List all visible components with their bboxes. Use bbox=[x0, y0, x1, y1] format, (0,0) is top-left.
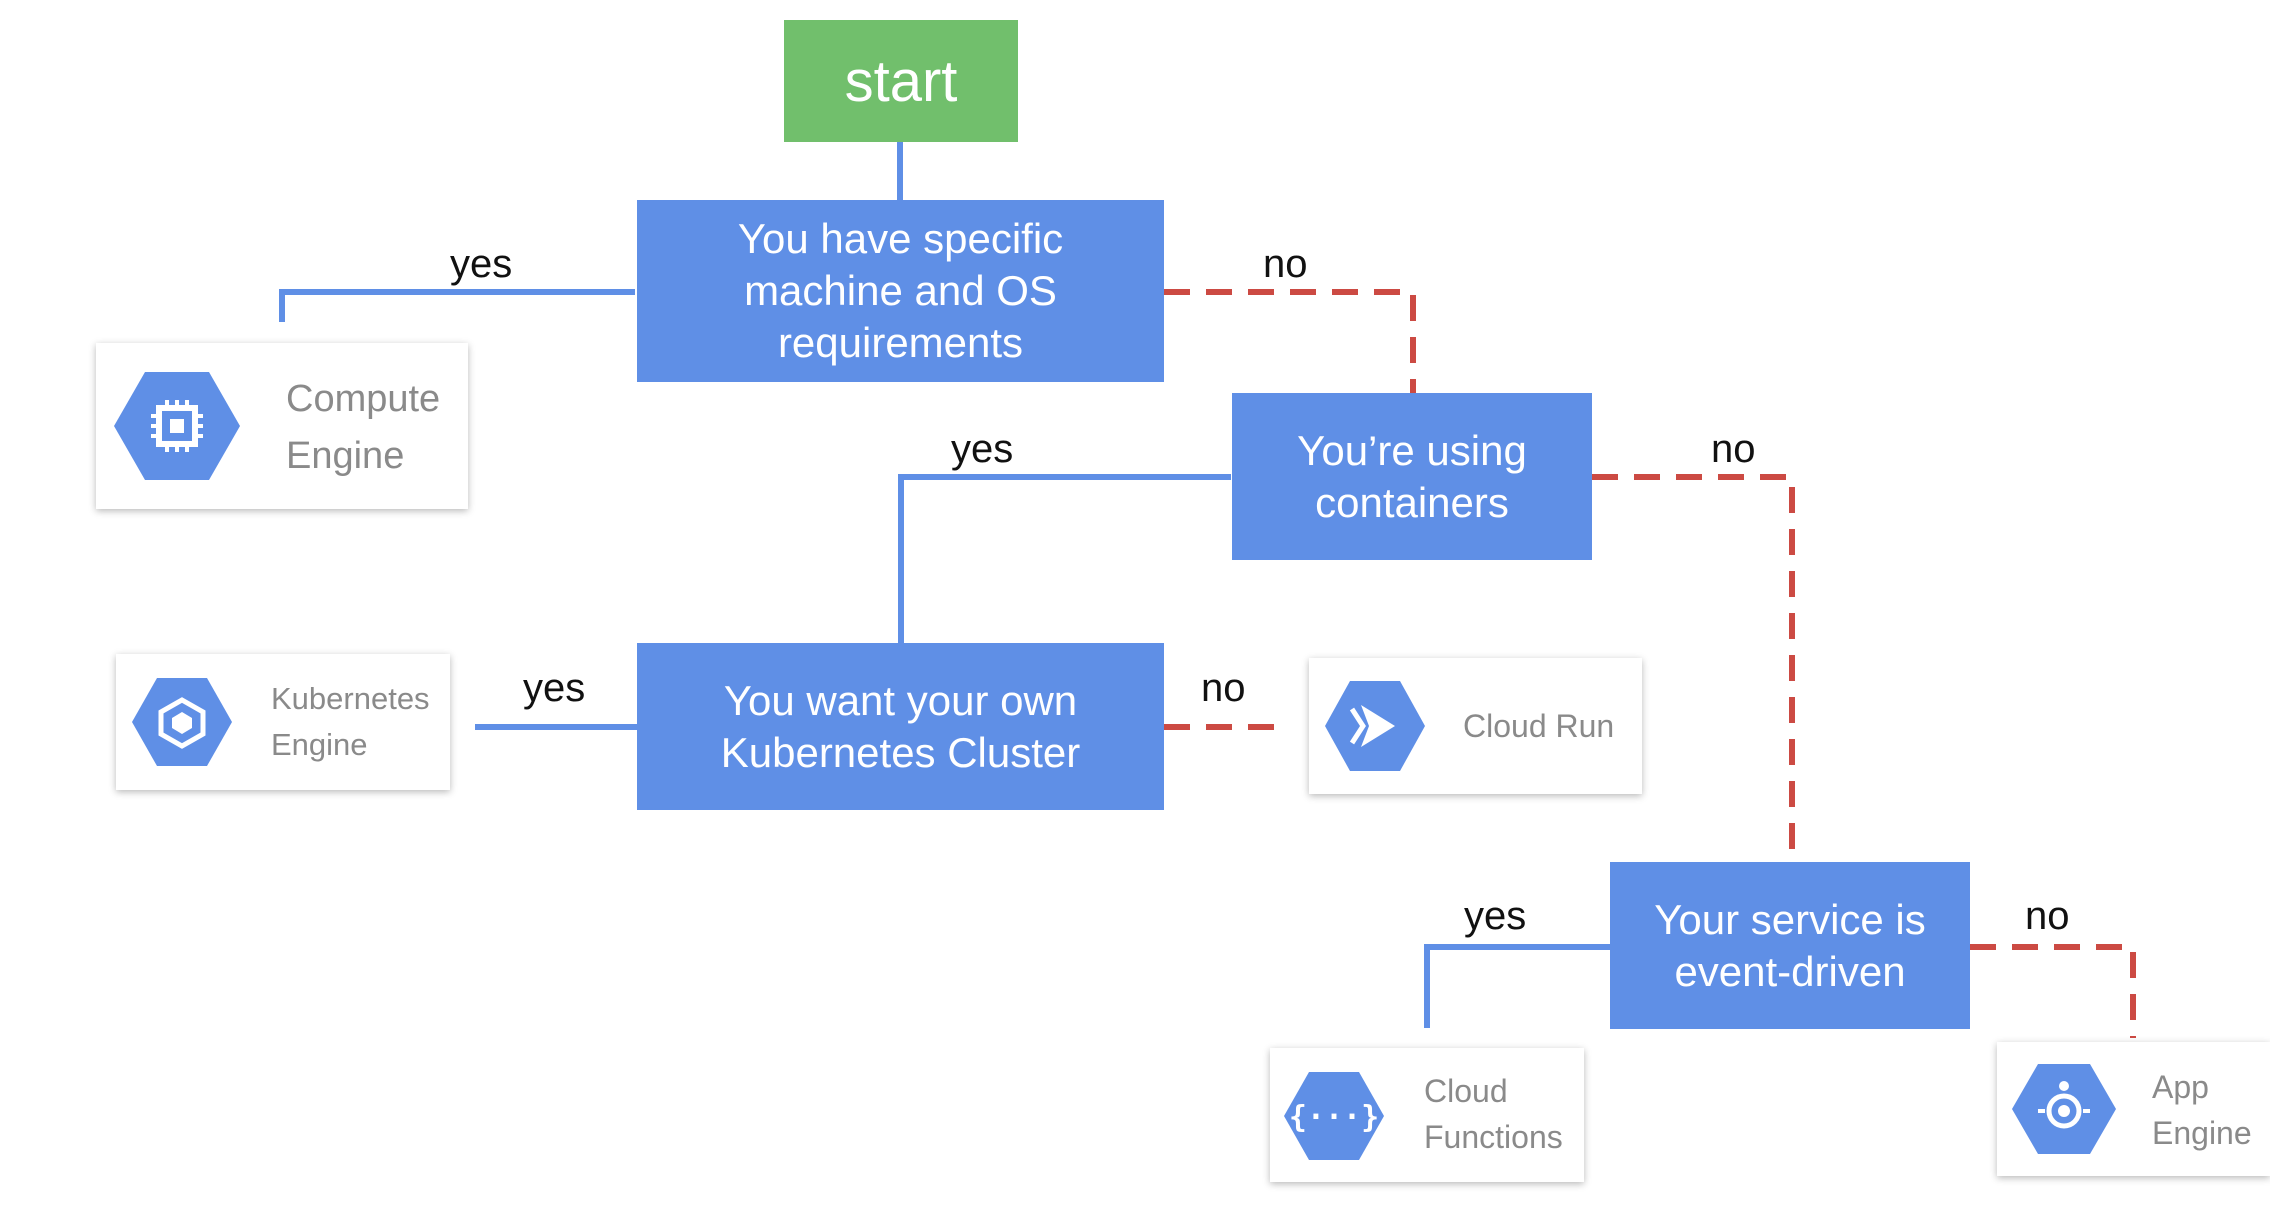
edge-label-no-cloud-run: no bbox=[1201, 666, 1246, 710]
edge-label-yes-kubernetes-decision: yes bbox=[951, 427, 1014, 471]
decision-containers-label: You’re using containers bbox=[1297, 426, 1527, 526]
edge-label-no-containers: no bbox=[1263, 242, 1308, 286]
connector-yes-functions bbox=[1424, 944, 1610, 1028]
app-engine-name-line1: App bbox=[2152, 1069, 2209, 1105]
app-engine-name-line2: Engine bbox=[2152, 1115, 2252, 1151]
edge-label-no-app-engine: no bbox=[2025, 894, 2070, 938]
connector-yes-compute bbox=[279, 289, 635, 322]
compute-engine-name-line1: Compute bbox=[286, 378, 441, 420]
edge-label-yes-functions: yes bbox=[1464, 894, 1527, 938]
compute-engine-name-line2: Engine bbox=[286, 435, 405, 477]
cloud-run-name: Cloud Run bbox=[1463, 708, 1615, 744]
svg-text:{···}: {···} bbox=[1289, 1100, 1379, 1135]
connector-no-containers bbox=[1164, 289, 1416, 393]
product-cloud-run: Cloud Run bbox=[1309, 658, 1642, 794]
cloud-functions-name-line2: Functions bbox=[1424, 1119, 1563, 1155]
cube-icon bbox=[132, 678, 232, 766]
edge-label-no-event-driven: no bbox=[1711, 427, 1756, 471]
decision-machine-os: You have specific machine and OS require… bbox=[637, 200, 1164, 382]
connector-no-event-driven bbox=[1592, 474, 1795, 865]
product-app-engine: App Engine bbox=[1997, 1042, 2270, 1176]
start-label: start bbox=[844, 48, 958, 114]
braces-icon: {···} bbox=[1284, 1072, 1384, 1160]
edge-label-yes-compute: yes bbox=[450, 242, 513, 286]
edge-label-yes-kubernetes-engine: yes bbox=[523, 666, 586, 710]
product-compute-engine: Compute Engine bbox=[96, 343, 468, 509]
connector-yes-kubernetes-decision bbox=[898, 474, 1231, 643]
kubernetes-engine-name-line2: Engine bbox=[271, 727, 368, 762]
decision-event-driven: Your service is event-driven bbox=[1610, 862, 1970, 1029]
kubernetes-engine-name-line1: Kubernetes bbox=[271, 681, 430, 716]
start-node: start bbox=[784, 20, 1018, 142]
cloud-functions-name-line1: Cloud bbox=[1424, 1073, 1508, 1109]
chip-icon bbox=[114, 372, 240, 480]
decision-containers: You’re using containers bbox=[1232, 393, 1592, 560]
connector-no-app-engine bbox=[1970, 944, 2136, 1038]
decision-event-driven-label: Your service is event-driven bbox=[1654, 895, 1926, 995]
decision-kubernetes-label: You want your own Kubernetes Cluster bbox=[720, 676, 1081, 776]
play-chevrons-icon bbox=[1325, 681, 1425, 771]
product-cloud-functions: {···} Cloud Functions bbox=[1270, 1048, 1584, 1182]
decision-kubernetes-cluster: You want your own Kubernetes Cluster bbox=[637, 643, 1164, 810]
target-icon bbox=[2012, 1064, 2116, 1154]
product-kubernetes-engine: Kubernetes Engine bbox=[116, 654, 450, 790]
decision-machine-os-label: You have specific machine and OS require… bbox=[737, 215, 1064, 366]
